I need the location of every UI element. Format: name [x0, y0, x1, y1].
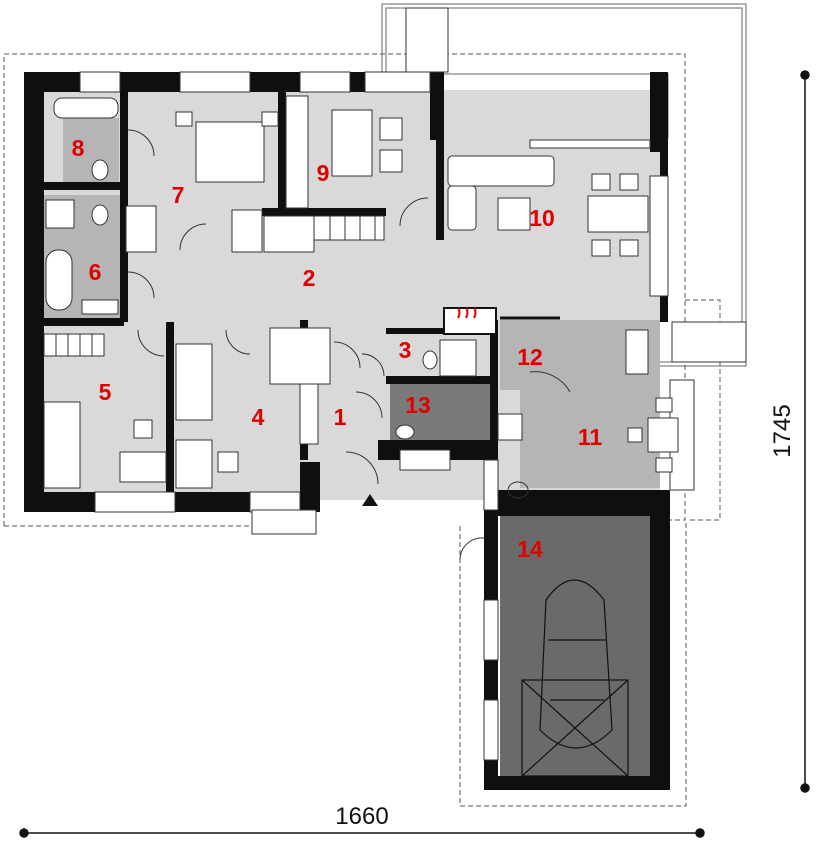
- grill-icon: [507, 481, 529, 499]
- room-number-9: 9: [317, 160, 330, 186]
- depth-dimension-label: 1745: [769, 404, 796, 457]
- windows: [79, 71, 695, 761]
- room-number-2: 2: [303, 265, 316, 291]
- paving-patches: [251, 7, 747, 535]
- car-icon: [521, 579, 629, 777]
- sanitary-fixtures: [45, 97, 477, 440]
- room-number-7: 7: [172, 182, 185, 208]
- furniture: [43, 95, 679, 489]
- room-number-13: 13: [405, 392, 431, 418]
- room-number-6: 6: [89, 259, 102, 285]
- entrance-arrow-icon: [362, 494, 378, 506]
- fireplace-icon: [443, 307, 560, 335]
- stairs: [43, 205, 385, 385]
- dimension-lines: [19, 70, 810, 838]
- room-number-12: 12: [517, 344, 543, 370]
- roof-outline: [3, 53, 721, 807]
- width-dimension-label: 1660: [335, 803, 388, 830]
- room-number-11: 11: [578, 424, 603, 450]
- room-number-3: 3: [399, 337, 412, 363]
- room-number-10: 10: [529, 205, 555, 231]
- door-swings: [127, 129, 571, 561]
- room-number-8: 8: [72, 135, 85, 161]
- room-number-5: 5: [99, 379, 112, 405]
- room-number-1: 1: [334, 404, 347, 430]
- room-number-4: 4: [252, 404, 265, 430]
- floor-areas: [40, 90, 660, 786]
- room-number-14: 14: [517, 536, 543, 562]
- room-labels: 1 2 3 4 5 6 7 8 9 10 11 12 13 14: [72, 135, 603, 562]
